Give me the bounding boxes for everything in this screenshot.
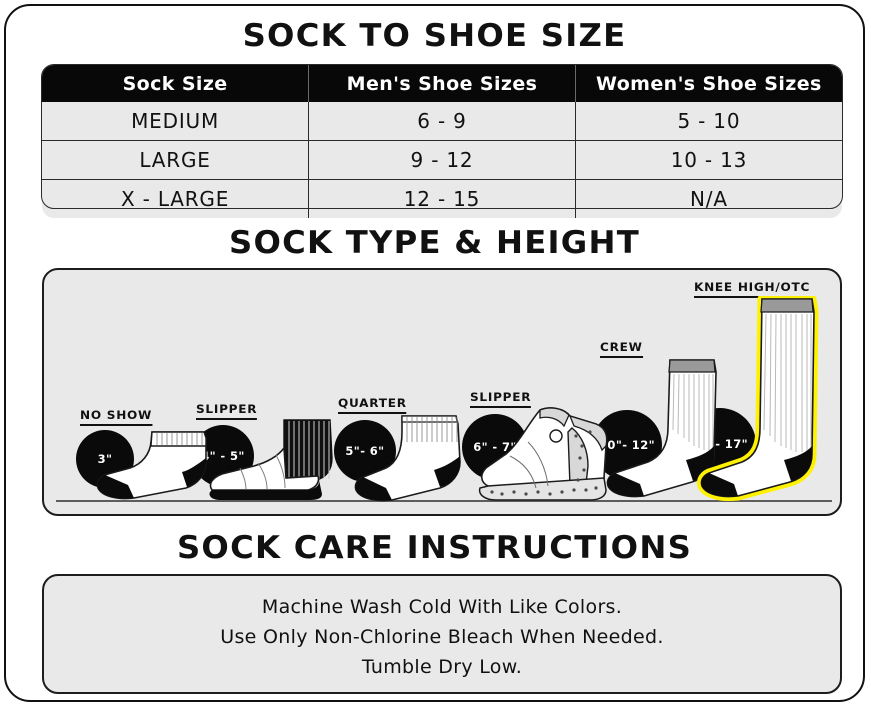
- page-title-shoe-size: SOCK TO SHOE SIZE: [242, 18, 627, 54]
- table-row: LARGE 9 - 12 10 - 13: [42, 140, 842, 180]
- cell-mens-size: 9 - 12: [308, 140, 576, 180]
- page-title-sock-type: SOCK TYPE & HEIGHT: [229, 225, 640, 261]
- ground-line: [56, 500, 832, 502]
- care-instruction-line: Use Only Non-Chlorine Bleach When Needed…: [220, 626, 664, 648]
- column-header-sock-size: Sock Size: [42, 65, 310, 102]
- sock-label-crew: CREW: [600, 340, 643, 358]
- cell-sock-size: LARGE: [42, 140, 310, 180]
- column-header-womens-shoe-sizes: Women's Shoe Sizes: [575, 65, 842, 102]
- sock-size-chart-card: SOCK TO SHOE SIZE Sock Size Men's Shoe S…: [4, 4, 865, 702]
- slipper-boot-illustration: [478, 407, 608, 501]
- cell-mens-size: 6 - 9: [308, 102, 576, 141]
- table-row: MEDIUM 6 - 9 5 - 10: [42, 102, 842, 141]
- table-header-row: Sock Size Men's Shoe Sizes Women's Shoe …: [42, 65, 842, 102]
- sock-to-shoe-size-table: Sock Size Men's Shoe Sizes Women's Shoe …: [42, 65, 842, 218]
- care-instruction-list: Machine Wash Cold With Like Colors. Use …: [44, 592, 840, 682]
- cell-womens-size: 5 - 10: [575, 102, 842, 141]
- sock-type-panel: NO SHOW 3" SLIPPER 4" - 5": [42, 268, 842, 516]
- table-row: X - LARGE 12 - 15 N/A: [42, 179, 842, 218]
- sock-label-slipper-boot: SLIPPER: [470, 390, 532, 408]
- care-instruction-line: Machine Wash Cold With Like Colors.: [261, 596, 623, 618]
- sock-label-knee-high: KNEE HIGH/OTC: [694, 280, 811, 298]
- crew-sock-illustration: [606, 359, 717, 498]
- cell-mens-size: 12 - 15: [308, 179, 576, 218]
- care-instruction-line: Tumble Dry Low.: [361, 656, 523, 678]
- no-show-sock-illustration: [96, 431, 207, 500]
- knee-high-sock-illustration: [697, 296, 819, 501]
- cell-womens-size: N/A: [575, 179, 842, 218]
- cell-womens-size: 10 - 13: [575, 140, 842, 180]
- page-title-sock-care: SOCK CARE INSTRUCTIONS: [176, 530, 693, 566]
- column-header-mens-shoe-sizes: Men's Shoe Sizes: [308, 65, 576, 102]
- sock-label-quarter: QUARTER: [338, 396, 407, 414]
- sock-care-panel: Machine Wash Cold With Like Colors. Use …: [42, 574, 842, 694]
- cell-sock-size: X - LARGE: [42, 179, 310, 218]
- slipper-ribbed-sock-illustration: [209, 419, 333, 500]
- quarter-sock-illustration: [354, 415, 461, 502]
- sock-label-slipper-low: SLIPPER: [196, 402, 258, 420]
- cell-sock-size: MEDIUM: [42, 102, 310, 141]
- sock-label-no-show: NO SHOW: [80, 408, 153, 426]
